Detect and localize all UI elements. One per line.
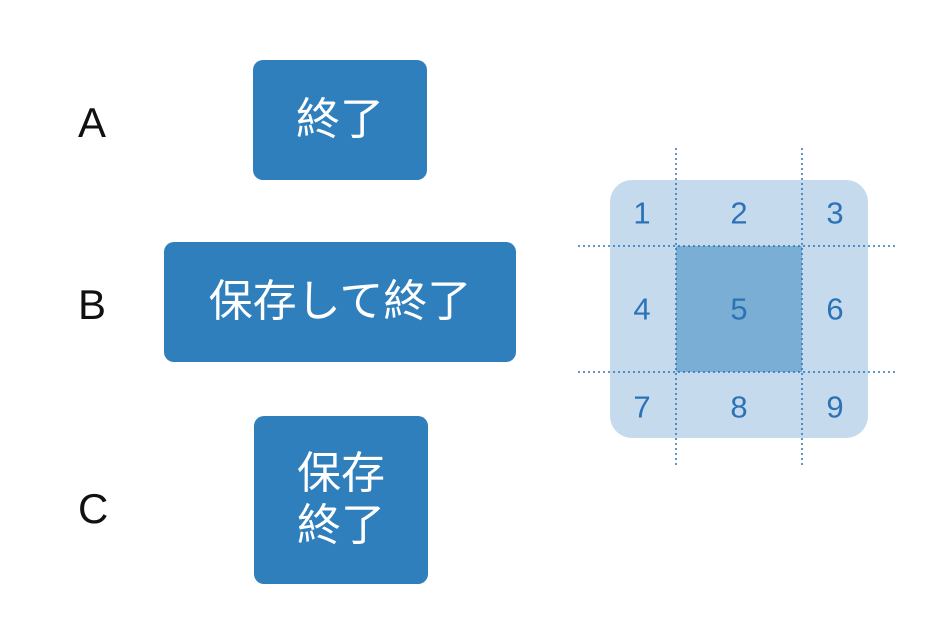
cell-number-9: 9 — [826, 390, 843, 425]
save-exit-stacked-button[interactable]: 保存 終了 — [254, 416, 428, 584]
cell-number-8: 8 — [730, 390, 747, 425]
stacked-button-line-2: 終了 — [297, 500, 385, 551]
cell-number-3: 3 — [826, 196, 843, 231]
cell-number-1: 1 — [633, 196, 650, 231]
cell-number-6: 6 — [826, 292, 843, 327]
row-label-b: B — [78, 281, 107, 328]
exit-button-label: 終了 — [296, 94, 384, 146]
row-label-a: A — [78, 99, 107, 146]
row-label-c: C — [78, 485, 109, 532]
cell-number-4: 4 — [633, 292, 650, 327]
cell-number-2: 2 — [730, 196, 747, 231]
stacked-button-line-1: 保存 — [297, 448, 385, 500]
save-and-exit-button[interactable]: 保存して終了 — [164, 242, 516, 362]
cell-number-5: 5 — [730, 292, 747, 327]
save-and-exit-button-label: 保存して終了 — [208, 276, 472, 328]
nine-slice-center-area — [676, 246, 802, 372]
exit-button[interactable]: 終了 — [253, 60, 427, 180]
cell-number-7: 7 — [633, 390, 650, 425]
